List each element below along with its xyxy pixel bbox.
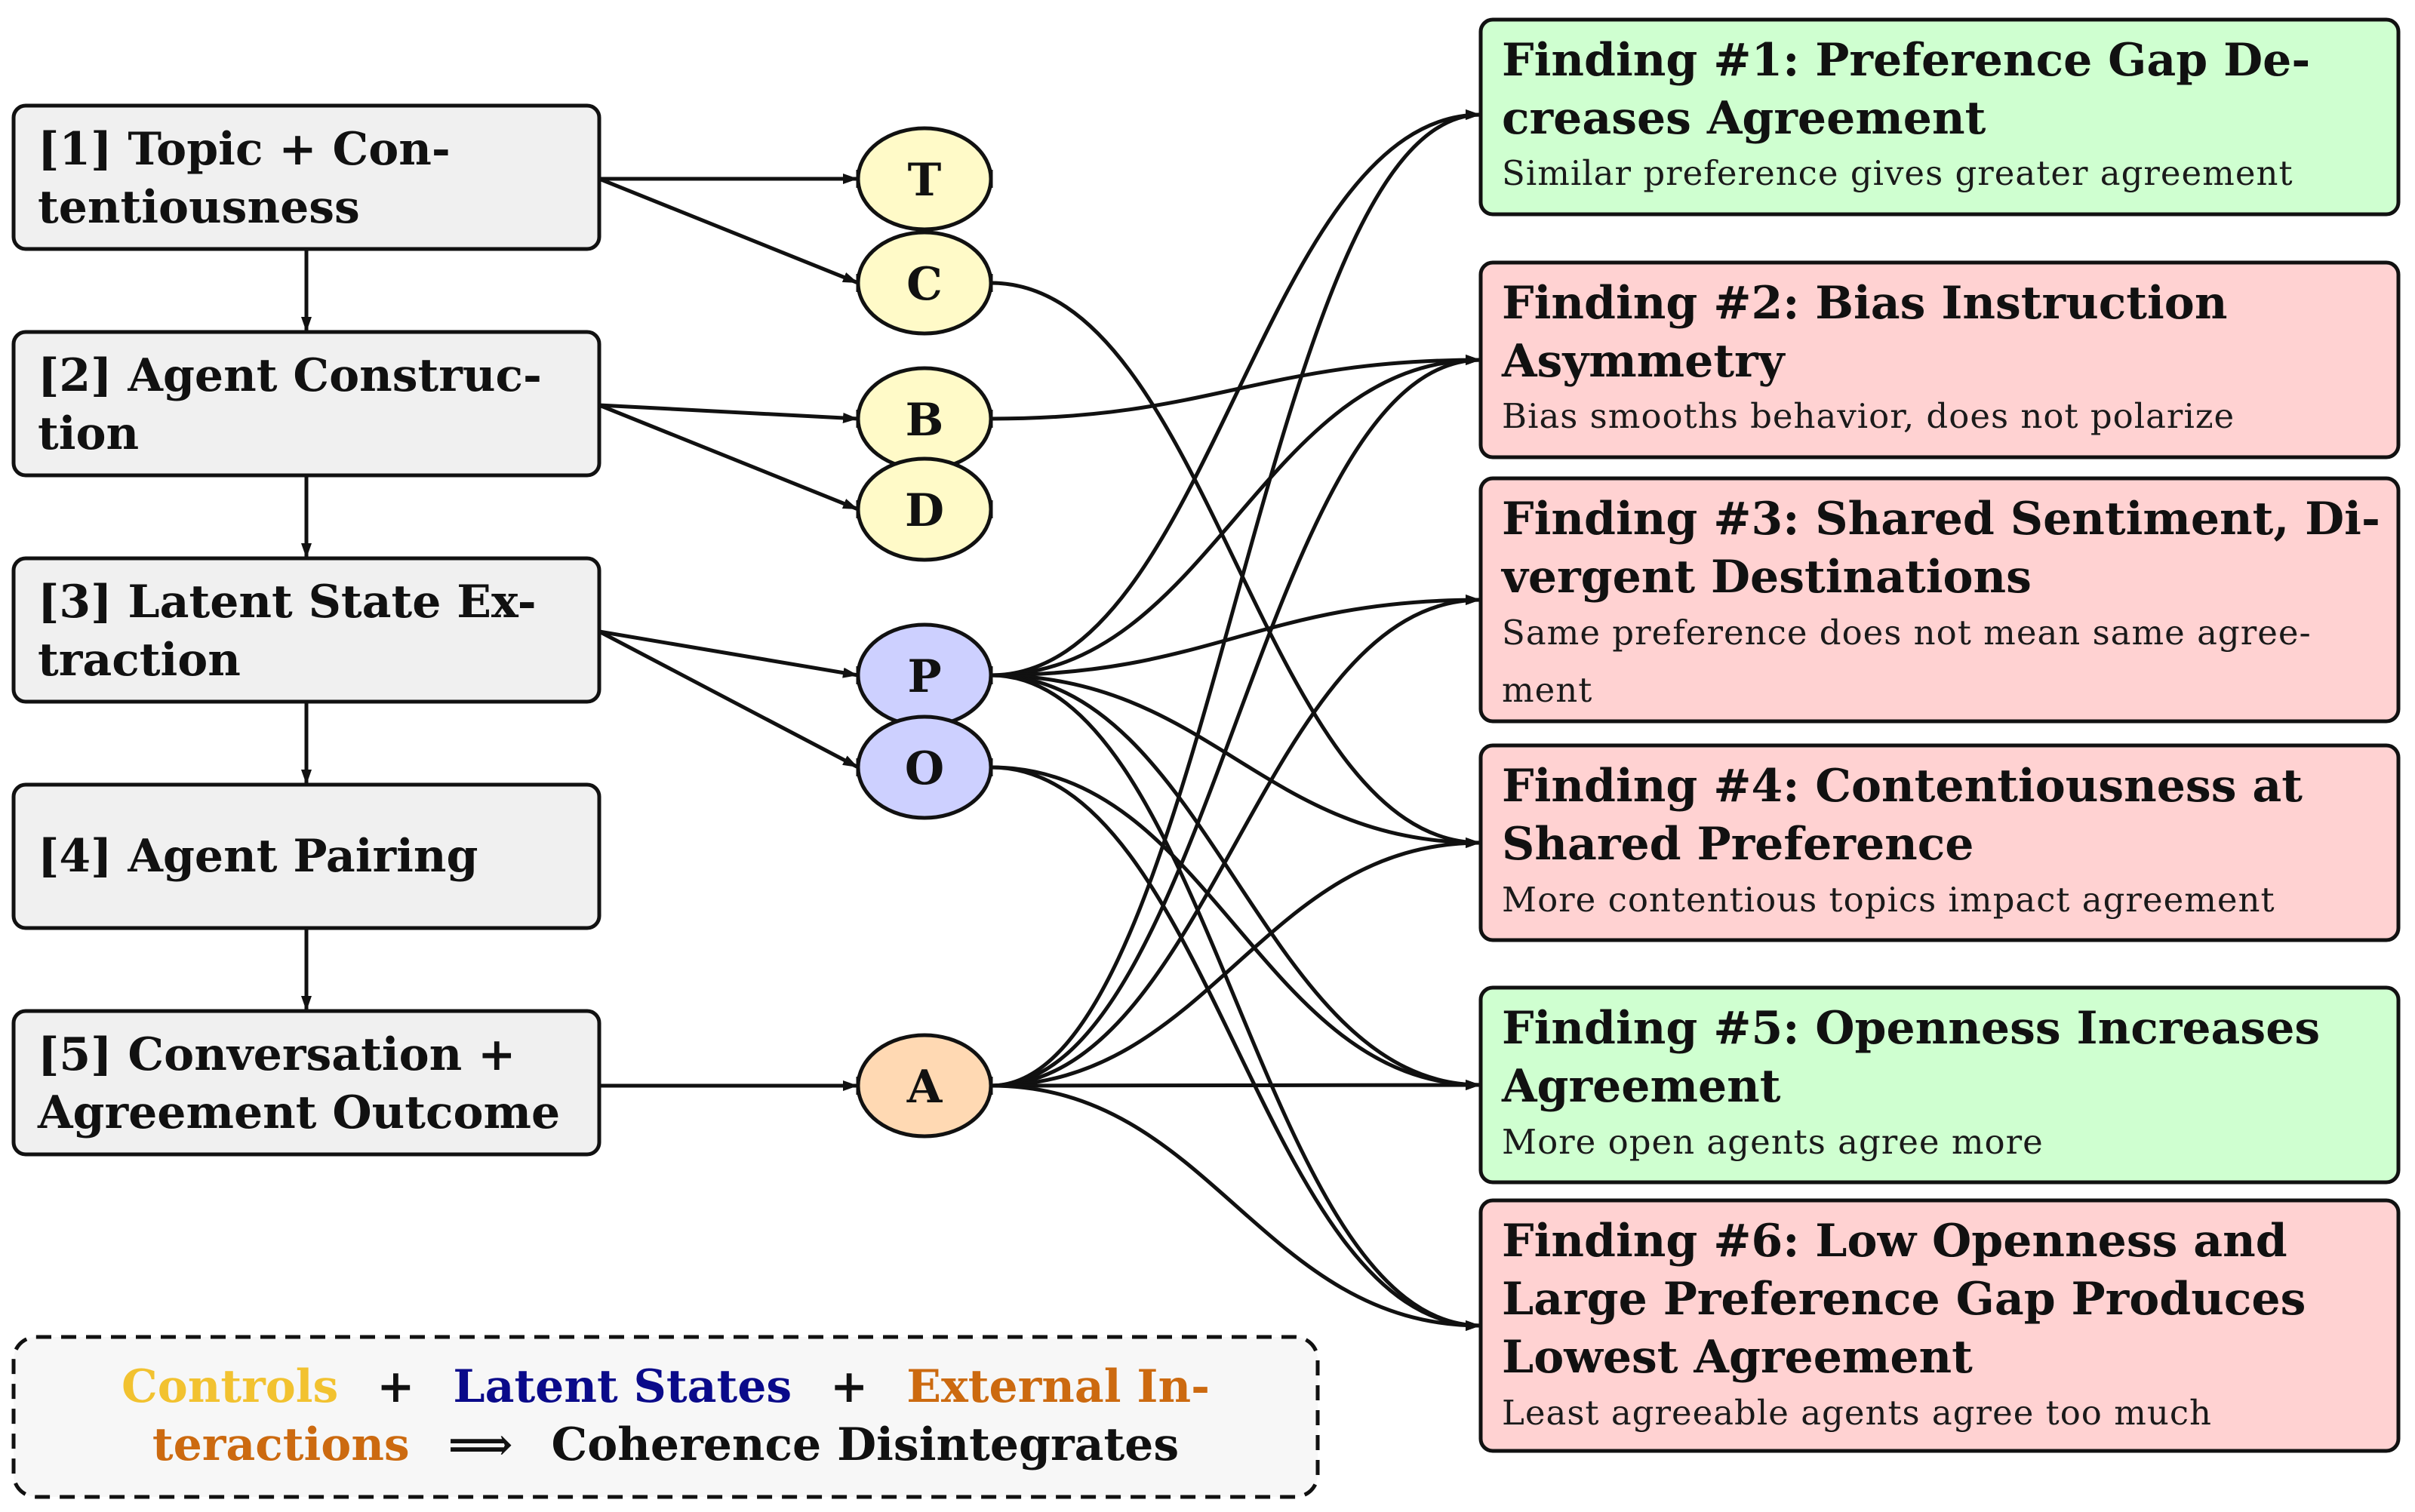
node-D: D [856,456,993,562]
node-A: A [856,1033,993,1139]
finding-6-title-line-2: Large Preference Gap Produces [1502,1273,2306,1326]
node-P: P [856,622,993,728]
stage-box-4: [4] Agent Pairing [11,782,601,930]
stage-box-1: [1] Topic + Con- tentiousness [11,103,601,251]
edge-stage-2-to-B [598,403,859,423]
legend-outcome: Coherence Disintegrates [552,1418,1180,1471]
stage-1-line-1: [1] Topic + Con- [38,123,451,176]
finding-box-6: Finding #6: Low Openness and Large Prefe… [1478,1198,2401,1453]
node-C-label: C [906,258,943,311]
finding-5-subtitle-line-1: More open agents agree more [1502,1122,2044,1162]
stage-box-2: [2] Agent Construc- tion [11,330,601,478]
legend-box: Controls + Latent States + External In- … [11,1335,1320,1499]
node-A-label: A [906,1061,943,1114]
edge-stage-2-to-D [598,403,859,512]
legend-plus-1: + [377,1360,414,1413]
stage-box-5: [5] Conversation + Agreement Outcome [11,1009,601,1157]
finding-3-subtitle-line-2: ment [1502,670,1592,710]
legend-implies-arrow: ⟹ [448,1418,513,1471]
edge-node-A-to-finding-5 [990,1080,1481,1091]
edge-node-P-to-finding-3 [990,595,1481,678]
finding-1-title-line-1: Finding #1: Preference Gap De- [1502,34,2310,87]
stage-box-3: [3] Latent State Ex- traction [11,556,601,704]
legend-plus-2: + [830,1360,868,1413]
edge-node-O-to-finding-6 [990,765,1481,1331]
edge-node-P-to-finding-1 [990,109,1481,678]
node-P-label: P [907,650,941,703]
node-O: O [856,715,993,820]
finding-6-title-line-1: Finding #6: Low Openness and [1502,1215,2287,1268]
finding-6-title-line-3: Lowest Agreement [1502,1331,1973,1384]
node-T: T [856,126,993,232]
edge-node-A-to-finding-2 [990,355,1481,1088]
edge-node-A-to-finding-6 [990,1083,1481,1331]
edge-stage-1-to-C [598,177,859,285]
stage-5-line-2: Agreement Outcome [37,1086,560,1139]
edge-stage-3-to-P [598,629,859,678]
finding-3-title-line-2: vergent Destinations [1500,551,2032,604]
edge-node-A-to-finding-4 [990,837,1481,1088]
node-B-label: B [906,394,944,447]
edge-node-P-to-finding-5 [990,673,1481,1090]
edge-node-A-to-finding-1 [990,109,1481,1088]
edges-layer [598,109,1481,1331]
node-B: B [856,366,993,472]
finding-3-title-line-1: Finding #3: Shared Sentiment, Di- [1502,493,2380,545]
node-T-label: T [908,154,942,207]
stage-2-line-1: [2] Agent Construc- [38,349,542,402]
edge-node-B-to-finding-2 [990,355,1481,421]
legend-latent-states: Latent States [453,1360,792,1413]
stage-2-line-2: tion [38,407,139,460]
finding-3-subtitle-line-1: Same preference does not mean same agree… [1502,613,2312,653]
legend-external-interactions-1: External In- [906,1360,1210,1413]
finding-4-title-line-2: Shared Preference [1502,818,1974,871]
finding-box-3: Finding #3: Shared Sentiment, Di- vergen… [1478,476,2401,724]
edge-node-C-to-finding-4 [990,281,1481,848]
finding-2-title-line-2: Asymmetry [1501,335,1786,388]
legend-line-2: teractions ⟹ Coherence Disintegrates [152,1418,1179,1471]
stage-4-line-1: [4] Agent Pairing [38,830,478,883]
finding-6-subtitle-line-1: Least agreeable agents agree too much [1502,1393,2212,1433]
legend-controls: Controls [122,1360,338,1413]
edge-node-O-to-finding-5 [990,765,1481,1090]
finding-5-title-line-1: Finding #5: Openness Increases [1502,1002,2320,1055]
edge-node-A-to-finding-3 [990,595,1481,1088]
finding-2-subtitle-line-1: Bias smooths behavior, does not polarize [1502,396,2235,436]
finding-4-title-line-1: Finding #4: Contentiousness at [1502,760,2303,813]
edge-node-P-to-finding-4 [990,673,1481,848]
edge-node-P-to-finding-6 [990,673,1481,1331]
stage-3-line-1: [3] Latent State Ex- [38,576,537,628]
finding-box-2: Finding #2: Bias Instruction Asymmetry B… [1478,260,2401,459]
finding-2-title-line-1: Finding #2: Bias Instruction [1502,277,2227,330]
node-D-label: D [905,484,944,537]
finding-1-subtitle-line-1: Similar preference gives greater agreeme… [1502,153,2293,193]
legend-line-1: Controls + Latent States + External In- [122,1360,1210,1413]
finding-4-subtitle-line-1: More contentious topics impact agreement [1502,880,2275,920]
finding-box-5: Finding #5: Openness Increases Agreement… [1478,985,2401,1185]
stage-1-line-2: tentiousness [38,181,360,234]
node-C: C [856,230,993,336]
finding-1-title-line-2: creases Agreement [1502,92,1986,145]
legend-external-interactions-2: teractions [152,1418,410,1471]
edge-stage-3-to-O [598,629,860,770]
stage-3-line-2: traction [38,634,241,687]
finding-5-title-line-2: Agreement [1501,1060,1781,1113]
finding-box-1: Finding #1: Preference Gap De- creases A… [1478,17,2401,217]
node-O-label: O [905,742,944,795]
stage-5-line-1: [5] Conversation + [38,1028,515,1081]
finding-box-4: Finding #4: Contentiousness at Shared Pr… [1478,743,2401,942]
edge-node-P-to-finding-2 [990,355,1481,678]
